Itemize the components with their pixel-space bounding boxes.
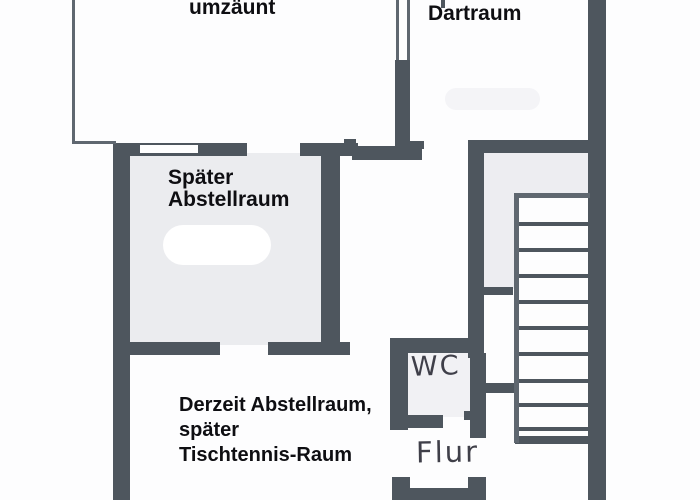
stair-tread-line bbox=[519, 352, 588, 356]
fence-line-bottom bbox=[72, 141, 116, 144]
door-jamb-line-b bbox=[407, 0, 410, 60]
left-exterior-wall bbox=[113, 143, 130, 500]
wc-top-wall bbox=[390, 338, 484, 353]
abstellraum-bottom-wall-b bbox=[268, 342, 350, 355]
stair-landing-wall bbox=[481, 383, 518, 393]
flur-bottom-right-jamb bbox=[468, 477, 486, 500]
wc-left-wall bbox=[390, 338, 408, 430]
stair-landing-smudge-top bbox=[484, 153, 588, 193]
stair-tread-line bbox=[519, 427, 588, 431]
stair-tread-line bbox=[519, 326, 588, 330]
stair-tread-line bbox=[519, 300, 588, 304]
stair-stringer-line bbox=[514, 193, 519, 443]
eraser-blob bbox=[163, 225, 271, 265]
wc-flur-divider-wall bbox=[408, 415, 443, 428]
stair-tread-line bbox=[519, 379, 588, 383]
right-exterior-wall bbox=[588, 0, 606, 500]
abstellraum-right-wall bbox=[321, 156, 340, 355]
stair-bottom-wall bbox=[515, 436, 606, 444]
stair-tread-line bbox=[519, 403, 588, 407]
stair-top-wall bbox=[468, 140, 590, 153]
wall-nub-b bbox=[408, 141, 424, 149]
cut-text-mark bbox=[441, 0, 445, 8]
stair-left-wall bbox=[468, 143, 484, 358]
stair-tread-line bbox=[519, 274, 588, 278]
abstellraum-bottom-wall-a bbox=[113, 342, 220, 355]
room-label-flur: Flur bbox=[415, 434, 480, 470]
room-label-umzaeunt: umzäunt bbox=[189, 0, 276, 19]
stair-tread-line bbox=[519, 248, 588, 252]
abstellraum-window-inset bbox=[140, 145, 198, 153]
room-label-spaeter-abstellraum: Später Abstellraum bbox=[168, 166, 290, 211]
stair-first-tread-line bbox=[514, 193, 590, 198]
flur-bottom-wall bbox=[408, 488, 470, 500]
wc-right-wall bbox=[470, 353, 486, 438]
room-label-derzeit-abstellraum: Derzeit Abstellraum, später Tischtennis-… bbox=[179, 394, 372, 466]
room-label-dartraum: Dartraum bbox=[428, 2, 522, 25]
corridor-top-wall-a bbox=[300, 143, 358, 156]
wall-nub-a bbox=[344, 139, 356, 145]
stair-landing-smudge-side bbox=[484, 193, 514, 289]
flur-bottom-left-jamb bbox=[392, 477, 410, 500]
room-label-wc: WC bbox=[410, 350, 462, 383]
stair-tread-line bbox=[519, 222, 588, 226]
wc-right-wall-nub bbox=[464, 411, 472, 420]
umzaeunt-dartraum-divider-wall bbox=[395, 60, 410, 148]
fence-line-left bbox=[72, 0, 75, 143]
dartraum-smudge bbox=[445, 88, 540, 110]
wc-floor bbox=[406, 351, 472, 417]
door-jamb-line-a bbox=[396, 0, 399, 60]
stair-landing-line bbox=[480, 287, 513, 295]
corridor-top-wall-b bbox=[352, 146, 422, 160]
